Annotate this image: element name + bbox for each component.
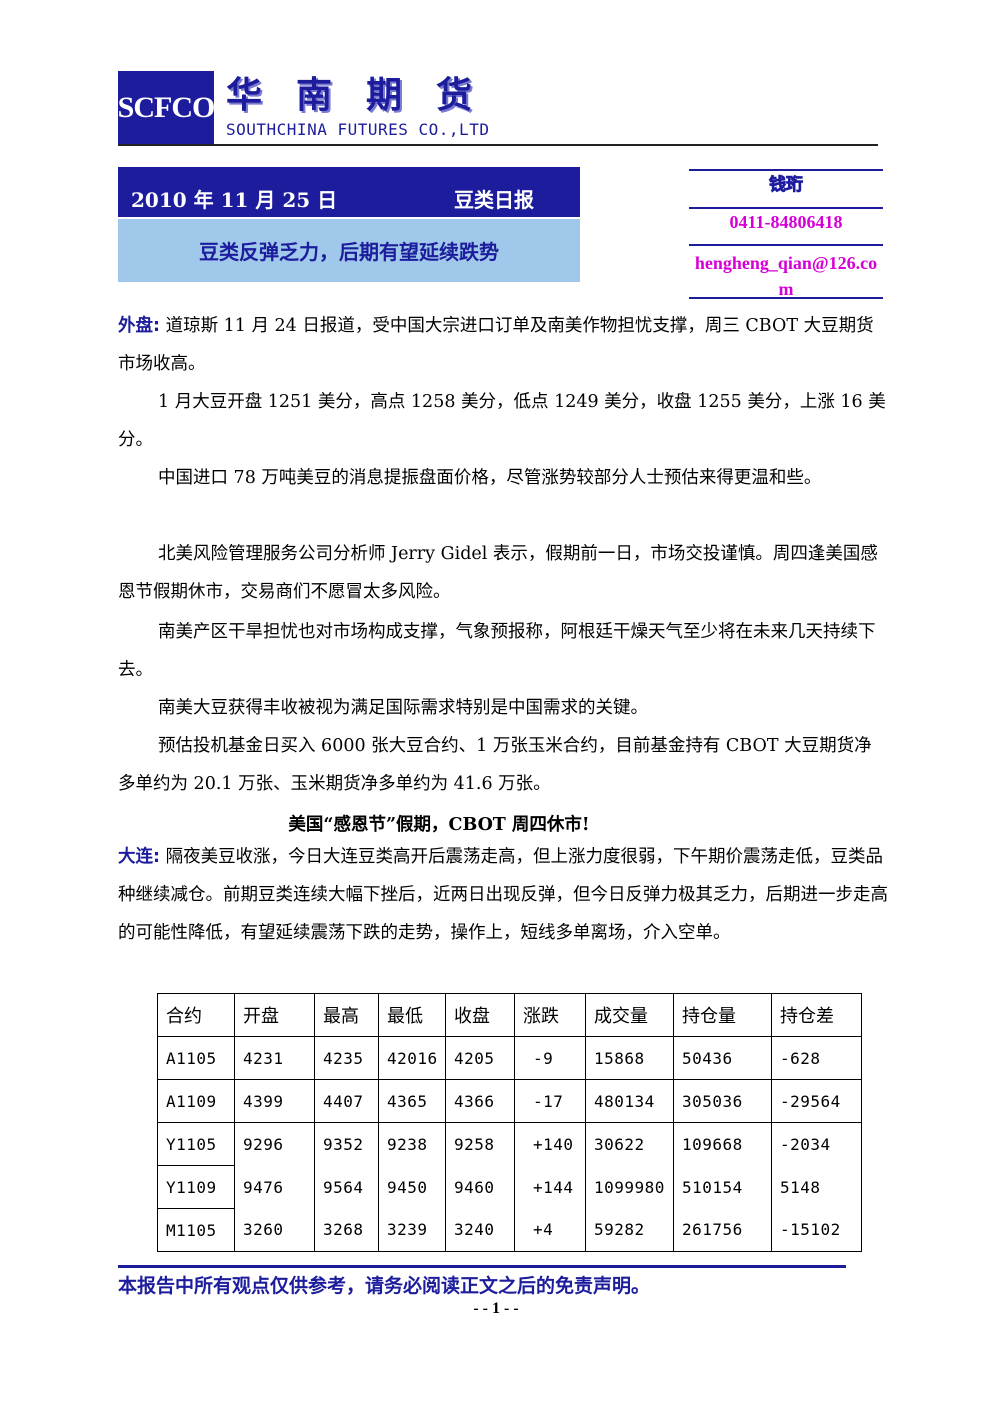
table-cell: 4407 [314,1079,379,1123]
table-row: A1105 4231 4235 42016 4205 -9 15868 5043… [157,1036,862,1080]
table-cell: 510154 [673,1165,772,1209]
table-cell: Y1109 [157,1165,235,1209]
table-cell: Y1105 [157,1122,235,1166]
column-header: 成交量 [585,993,674,1037]
page-number: - - 1 - - [473,1300,519,1317]
table-cell: 3260 [234,1208,315,1252]
table-cell: 1099980 [585,1165,674,1209]
section-label-dalian: 大连: [118,847,160,867]
section-subheading: 美国“感恩节”假期，CBOT 周四休市! [288,815,590,835]
company-name-en: SOUTHCHINA FUTURES CO.,LTD [226,120,490,139]
section-label-overseas: 外盘: [118,316,160,336]
table-row: Y1109 9476 9564 9450 9460 +144 1099980 5… [157,1165,862,1209]
paragraph: 1 月大豆开盘 1251 美分，高点 1258 美分，低点 1249 美分，收盘… [118,392,886,450]
analyst-name: 钱珩 [769,175,804,196]
table-cell: 261756 [673,1208,772,1252]
paragraph: 预估投机基金日买入 6000 张大豆合约、1 万张玉米合约，目前基金持有 CBO… [118,736,872,794]
table-cell: 3240 [445,1208,515,1252]
table-row: M1105 3260 3268 3239 3240 +4 59282 26175… [157,1208,862,1252]
table-cell: 4399 [234,1079,315,1123]
table-cell: 9258 [445,1122,515,1166]
table-cell: 50436 [673,1036,772,1080]
table-cell: 9476 [234,1165,315,1209]
table-cell: 4235 [314,1036,379,1080]
table-cell: -628 [771,1036,862,1080]
contact-rule [689,297,883,299]
column-header: 最低 [378,993,446,1037]
company-logo: SCFCO [118,71,215,144]
table-cell: 3239 [378,1208,446,1252]
paragraph: 中国进口 78 万吨美豆的消息提振盘面价格，尽管涨势较部分人士预估来得更温和些。 [158,468,822,488]
column-header: 最高 [314,993,379,1037]
paragraph: 北美风险管理服务公司分析师 Jerry Gidel 表示，假期前一日，市场交投谨… [118,544,878,602]
column-header: 涨跌 [514,993,586,1037]
table-cell: 4366 [445,1079,515,1123]
paragraph: 南美大豆获得丰收被视为满足国际需求特别是中国需求的关键。 [158,698,648,718]
table-cell: 9238 [378,1122,446,1166]
table-header-row: 合约 开盘 最高 最低 收盘 涨跌 成交量 持仓量 持仓差 [157,993,862,1037]
table-cell: 305036 [673,1079,772,1123]
paragraph-dalian: 大连: 隔夜美豆收涨，今日大连豆类高开后震荡走高，但上涨力度很弱，下午期价震荡走… [118,838,888,952]
report-date-bar: 2010 年 11 月 25 日 豆类日报 [118,167,580,217]
paragraph-text: 隔夜美豆收涨，今日大连豆类高开后震荡走高，但上涨力度很弱，下午期价震荡走低，豆类… [118,847,888,943]
table-cell: -17 [514,1079,586,1123]
column-header: 开盘 [234,993,315,1037]
table-cell: 42016 [378,1036,446,1080]
table-cell: 5148 [771,1165,862,1209]
report-headline: 豆类反弹乏力，后期有望延续跌势 [118,219,580,282]
table-cell: +140 [514,1122,586,1166]
table-cell: 9352 [314,1122,379,1166]
contact-rule [689,207,883,209]
paragraph-overseas: 外盘: 道琼斯 11 月 24 日报道，受中国大宗进口订单及南美作物担忧支撑，周… [118,307,888,383]
column-header: 合约 [157,993,235,1037]
column-header: 持仓差 [771,993,862,1037]
contact-rule [689,169,883,171]
header-divider [118,144,878,146]
table-cell: +144 [514,1165,586,1209]
table-cell: M1105 [157,1208,235,1252]
table-cell: A1105 [157,1036,235,1080]
table-cell: 9296 [234,1122,315,1166]
table-cell: 4231 [234,1036,315,1080]
table-cell: -15102 [771,1208,862,1252]
quote-table: 合约 开盘 最高 最低 收盘 涨跌 成交量 持仓量 持仓差 A1105 4231… [157,993,862,1252]
table-cell: -2034 [771,1122,862,1166]
disclaimer: 本报告中所有观点仅供参考，请务必阅读正文之后的免责声明。 [118,1275,651,1297]
report-type: 豆类日报 [454,188,534,212]
table-cell: 480134 [585,1079,674,1123]
column-header: 持仓量 [673,993,772,1037]
table-cell: 3268 [314,1208,379,1252]
paragraph: 南美产区干旱担忧也对市场构成支撑，气象预报称，阿根廷干燥天气至少将在未来几天持续… [118,622,876,680]
table-cell: +4 [514,1208,586,1252]
table-row: A1109 4399 4407 4365 4366 -17 480134 305… [157,1079,862,1123]
table-cell: 9564 [314,1165,379,1209]
table-cell: 4205 [445,1036,515,1080]
analyst-phone: 0411-84806418 [729,212,843,232]
table-cell: 9460 [445,1165,515,1209]
table-cell: 4365 [378,1079,446,1123]
paragraph-text: 道琼斯 11 月 24 日报道，受中国大宗进口订单及南美作物担忧支撑，周三 CB… [118,316,874,374]
table-cell: 15868 [585,1036,674,1080]
table-cell: 109668 [673,1122,772,1166]
report-date: 2010 年 11 月 25 日 [131,188,338,212]
table-cell: A1109 [157,1079,235,1123]
table-row: Y1105 9296 9352 9238 9258 +140 30622 109… [157,1122,862,1166]
table-cell: -29564 [771,1079,862,1123]
table-cell: 30622 [585,1122,674,1166]
table-cell: -9 [514,1036,586,1080]
table-cell: 59282 [585,1208,674,1252]
column-header: 收盘 [445,993,515,1037]
analyst-email[interactable]: hengheng_qian@126.com [694,253,878,299]
contact-rule [689,244,883,246]
company-name-cn: 华南期货 [226,75,507,116]
table-cell: 9450 [378,1165,446,1209]
footer-divider [118,1265,846,1268]
